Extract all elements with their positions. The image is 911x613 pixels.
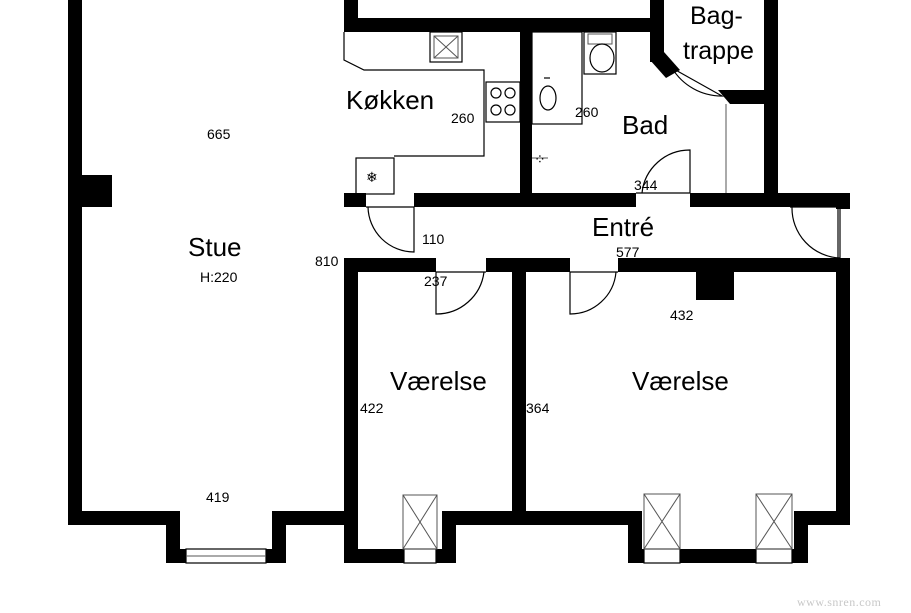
fridge (355, 157, 395, 195)
wall-stairs-bottom (718, 90, 764, 104)
window-bedroom-left (403, 548, 437, 564)
dim-living-bottom: 419 (206, 489, 230, 505)
wall-top-kitchen (344, 18, 664, 32)
door-living (366, 206, 415, 253)
shower-icon: ⁘ (534, 151, 546, 167)
kitchen-counter (343, 32, 485, 157)
room-label-bedroom-right: Værelse (632, 366, 729, 396)
dim-bedroom-left-door: 237 (424, 273, 448, 289)
wall-stairs-diag (650, 52, 680, 78)
door-stairs (671, 67, 725, 97)
dim-kitchen: 260 (451, 110, 475, 126)
snowflake-icon: ❄ (366, 169, 378, 185)
bath-sink-icon (539, 85, 557, 111)
wall-right (836, 258, 850, 525)
toilet-icon (589, 43, 615, 73)
room-label-backstairs-2: trappe (683, 37, 754, 65)
wall-between-bedrooms (512, 260, 526, 525)
kitchen-sink (429, 31, 463, 63)
wall-hall-top-d (764, 193, 850, 207)
wall-hall-bottom-c (618, 258, 850, 272)
wall-bottom-left (68, 511, 180, 525)
dim-bedroom-left-side: 422 (360, 400, 384, 416)
wall-hall-top-a (344, 193, 366, 207)
wall-bedroom-right-bottom-b (628, 549, 644, 563)
wall-bedroom-left-bottom-a (344, 549, 404, 563)
chimney-bedroom (696, 272, 734, 300)
door-bedroom-left (435, 271, 486, 315)
room-label-kitchen: Køkken (346, 85, 434, 115)
door-entrance (790, 206, 841, 259)
dim-bedroom-right-top: 432 (670, 307, 694, 323)
room-label-backstairs-1: Bag- (690, 2, 743, 30)
wall-kitchen-bath (520, 32, 532, 207)
dim-hall-small: 110 (422, 231, 445, 247)
chimney-left (82, 175, 112, 207)
room-label-bathroom: Bad (622, 110, 668, 140)
door-bathroom (636, 149, 691, 194)
wall-bedroom-left-bay-top (442, 511, 522, 525)
wall-hall-bottom-b (486, 258, 570, 272)
wall-stairs-right (764, 0, 778, 207)
room-label-bedroom-left: Værelse (390, 366, 487, 396)
wall-top-right-stub (650, 0, 664, 32)
wall-bedroom-right-bottom-a (512, 511, 642, 525)
bath-toilet-box (583, 31, 617, 75)
room-label-hallway: Entré (592, 212, 654, 242)
room-label-living: Stue (188, 232, 242, 262)
dim-living-top: 665 (207, 126, 231, 142)
bath-counter (531, 31, 583, 125)
door-bedroom-right (569, 271, 618, 315)
dim-bathroom-bottom: 344 (634, 177, 658, 193)
dim-bedroom-right-side: 364 (526, 400, 550, 416)
kitchen-stove (485, 81, 521, 123)
dim-living-side: 810 (315, 253, 339, 269)
dim-bathroom: 260 (575, 104, 599, 120)
wall-bedroom-left-west (344, 260, 358, 563)
living-height: H:220 (200, 269, 238, 285)
dim-hall-length: 577 (616, 244, 640, 260)
window-bedroom-right-2 (755, 548, 793, 564)
wall-left (68, 0, 82, 525)
window-bedroom-right-1 (643, 548, 681, 564)
wall-bedroom-right-bottom-c (680, 549, 756, 563)
watermark: www.snren.com (797, 595, 882, 609)
wall-bottom-mid (272, 511, 358, 525)
wall-stub-hall (412, 258, 424, 272)
wall-bay-left-b (166, 549, 186, 563)
wall-top-left-stub (344, 0, 358, 32)
